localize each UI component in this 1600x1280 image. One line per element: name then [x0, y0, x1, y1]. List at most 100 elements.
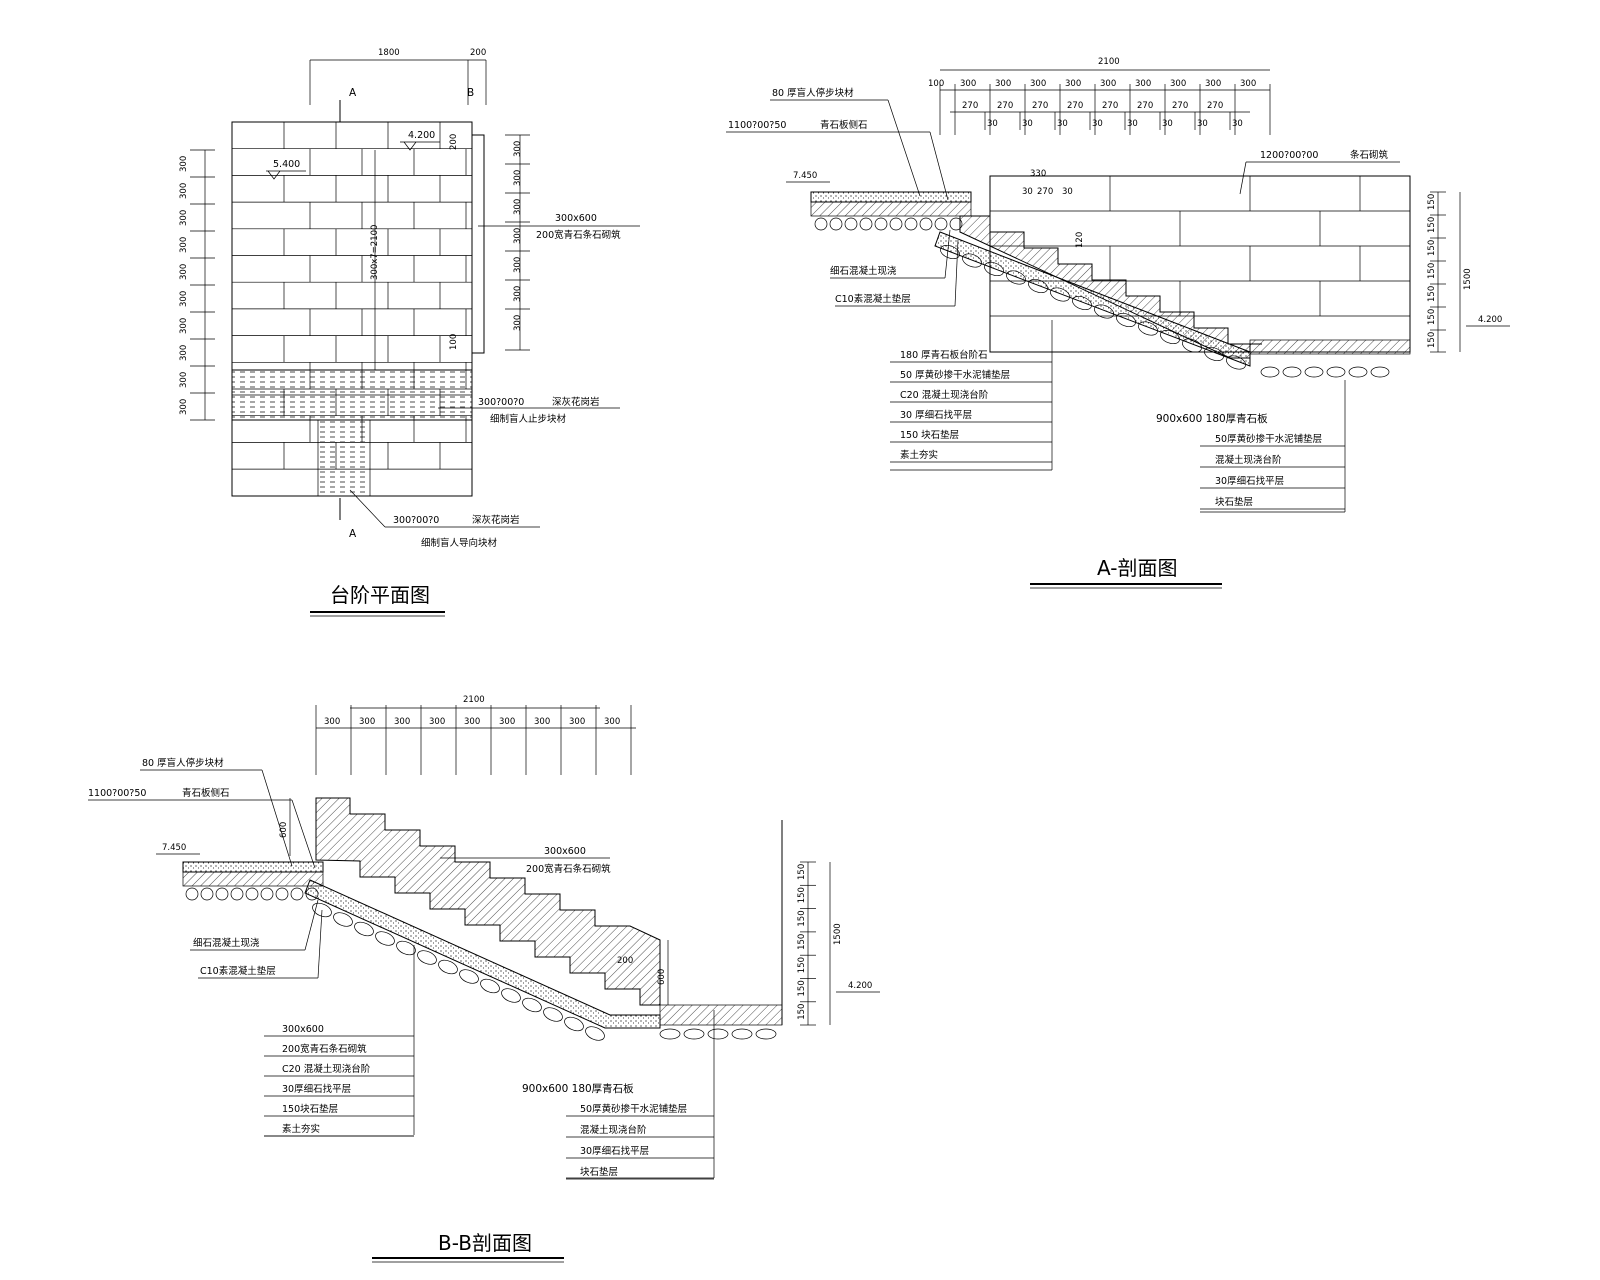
plan-dim-left-4: 300	[179, 237, 189, 253]
sec-a-title: A-剖面图	[1097, 556, 1177, 580]
sec-a-layers-right-title: 900x600 180厚青石板	[1156, 412, 1268, 425]
sec-b-dim-top-9: 300	[604, 717, 620, 727]
plan-dim-right-2: 300	[513, 170, 523, 186]
sec-a-dim-right-7: 150	[1427, 332, 1437, 348]
plan-elev-lower: 5.400	[273, 159, 300, 170]
sec-b-label-curb: 青石板侧石	[182, 787, 230, 799]
sec-a-layer-right-3: 30厚细石找平层	[1215, 475, 1284, 487]
sec-b-layers-right-title: 900x600 180厚青石板	[522, 1082, 634, 1095]
sec-a-dim-top-8: 300	[1170, 79, 1186, 89]
sec-b-layer-left-2: 200宽青石条石砌筑	[282, 1043, 367, 1055]
plan-dim-left-10: 300	[179, 399, 189, 415]
sec-a-dim-right-4: 150	[1427, 263, 1437, 279]
plan-dim-right-top: 200	[449, 134, 459, 150]
sec-a-label-curb-size: 1100?00?50	[728, 120, 786, 131]
sec-b-dim-right-4: 150	[797, 934, 807, 950]
sec-b-layer-left-4: 30厚细石找平层	[282, 1083, 351, 1095]
sec-a-dim-joint-8: 30	[1232, 119, 1243, 129]
sec-a-label-tactile: 80 厚盲人停步块材	[772, 87, 854, 99]
sec-a-dim-joint-4: 30	[1092, 119, 1103, 129]
plan-note1-line1: 300x600	[555, 213, 597, 224]
sec-b-dim-top-6: 300	[499, 717, 515, 727]
sec-a-layer-right-2: 混凝土现浇台阶	[1215, 454, 1282, 466]
sec-b-dim-top-2: 300	[359, 717, 375, 727]
sec-b-dim-200: 200	[617, 956, 633, 966]
sec-b-dim-right-6: 150	[797, 980, 807, 996]
sec-a-dim-top-1: 100	[928, 79, 944, 89]
sec-a-dim-right-2: 150	[1427, 217, 1437, 233]
plan-title: 台阶平面图	[330, 583, 430, 607]
sec-b-dim-total: 2100	[463, 695, 485, 705]
sec-a-dim-top-4: 300	[1030, 79, 1046, 89]
sec-a-label-c10: C10素混凝土垫层	[835, 293, 911, 305]
plan-dim-left-1: 300	[179, 156, 189, 172]
sec-a-label-wall-size: 1200?00?00	[1260, 150, 1318, 161]
sec-a-label-curb: 青石板侧石	[820, 119, 868, 131]
sec-b-layer-right-2: 混凝土现浇台阶	[580, 1124, 647, 1136]
sec-a-dim-right-6: 150	[1427, 309, 1437, 325]
sec-a-layer-right-4: 块石垫层	[1215, 496, 1253, 508]
sec-a-dim-right-total: 1500	[1463, 268, 1473, 290]
sec-b-label-wall-size: 300x600	[544, 846, 586, 857]
sec-a-label-concrete: 细石混凝土现浇	[830, 265, 897, 277]
sec-b-dim-600-right: 600	[657, 969, 667, 985]
sec-a-dim-right-1: 150	[1427, 194, 1437, 210]
sec-a-elev-top: 7.450	[793, 171, 817, 181]
sec-a-dim-tread-270: 270	[1037, 187, 1053, 197]
sec-a-dim-total: 2100	[1098, 57, 1120, 67]
sec-b-layer-left-1: 300x600	[282, 1024, 324, 1035]
plan-dim-center: 300x7=2100	[370, 225, 380, 280]
plan-note3-line3: 细制盲人导向块材	[421, 537, 498, 549]
sec-b-layer-right-4: 块石垫层	[580, 1166, 618, 1178]
plan-dim-left-2: 300	[179, 183, 189, 199]
plan-dim-left-8: 300	[179, 345, 189, 361]
sec-a-dim-joint-3: 30	[1057, 119, 1068, 129]
sec-a-layer-left-5: 150 块石垫层	[900, 429, 959, 441]
plan-note3-line2: 深灰花岗岩	[472, 514, 520, 526]
sec-b-dim-right-1: 150	[797, 864, 807, 880]
sec-a-dim-top-10: 300	[1240, 79, 1256, 89]
sec-b-label-tactile: 80 厚盲人停步块材	[142, 757, 224, 769]
sec-a-label-wall: 条石砌筑	[1350, 149, 1389, 161]
sec-a-dim-top-9: 300	[1205, 79, 1221, 89]
sec-a-dim-top-3: 300	[995, 79, 1011, 89]
sec-b-dim-right-5: 150	[797, 957, 807, 973]
plan-dim-left-5: 300	[179, 264, 189, 280]
sec-b-layer-left-3: C20 混凝土现浇台阶	[282, 1063, 371, 1075]
plan-dim-right-7: 300	[513, 315, 523, 331]
plan-section-b-top: B	[467, 87, 474, 99]
plan-note2-line3: 细制盲人止步块材	[490, 413, 567, 425]
plan-section-a-bottom: A	[349, 528, 357, 540]
sec-a-dim-tread-330: 330	[1030, 169, 1046, 179]
sec-b-label-c10: C10素混凝土垫层	[200, 965, 276, 977]
sec-a-layer-left-2: 50 厚黄砂掺干水泥铺垫层	[900, 369, 1010, 381]
plan-dim-top-2: 200	[470, 48, 486, 58]
sec-b-dim-600-left: 600	[279, 822, 289, 838]
sec-a-layer-right-1: 50厚黄砂掺干水泥铺垫层	[1215, 433, 1322, 445]
plan-dim-right-6: 300	[513, 286, 523, 302]
plan-dim-left-7: 300	[179, 318, 189, 334]
sec-b-layer-right-3: 30厚细石找平层	[580, 1145, 649, 1157]
sec-a-dim-mid-5: 270	[1102, 101, 1118, 111]
sec-b-dim-top-7: 300	[534, 717, 550, 727]
sec-b-dim-right-2: 150	[797, 887, 807, 903]
sec-b-label-curb-size: 1100?00?50	[88, 788, 146, 799]
sec-a-dim-top-2: 300	[960, 79, 976, 89]
sec-a-dim-right-3: 150	[1427, 240, 1437, 256]
sec-a-dim-top-6: 300	[1100, 79, 1116, 89]
sec-a-dim-mid-4: 270	[1067, 101, 1083, 111]
sec-a-riser: 120	[1075, 232, 1085, 248]
sec-a-layer-left-1: 180 厚青石板台阶石	[900, 349, 988, 361]
plan-note2-line2: 深灰花岗岩	[552, 396, 600, 408]
sec-b-dim-top-4: 300	[429, 717, 445, 727]
sec-b-dim-right-3: 150	[797, 910, 807, 926]
sec-a-dim-tread-30a: 30	[1022, 187, 1033, 197]
plan-note2-line1: 300?00?0	[478, 397, 524, 408]
sec-a-dim-joint-6: 30	[1162, 119, 1173, 129]
plan-dim-left-9: 300	[179, 372, 189, 388]
plan-dim-left-3: 300	[179, 210, 189, 226]
sec-a-dim-mid-8: 270	[1207, 101, 1223, 111]
sec-b-layer-left-6: 素土夯实	[282, 1123, 320, 1135]
